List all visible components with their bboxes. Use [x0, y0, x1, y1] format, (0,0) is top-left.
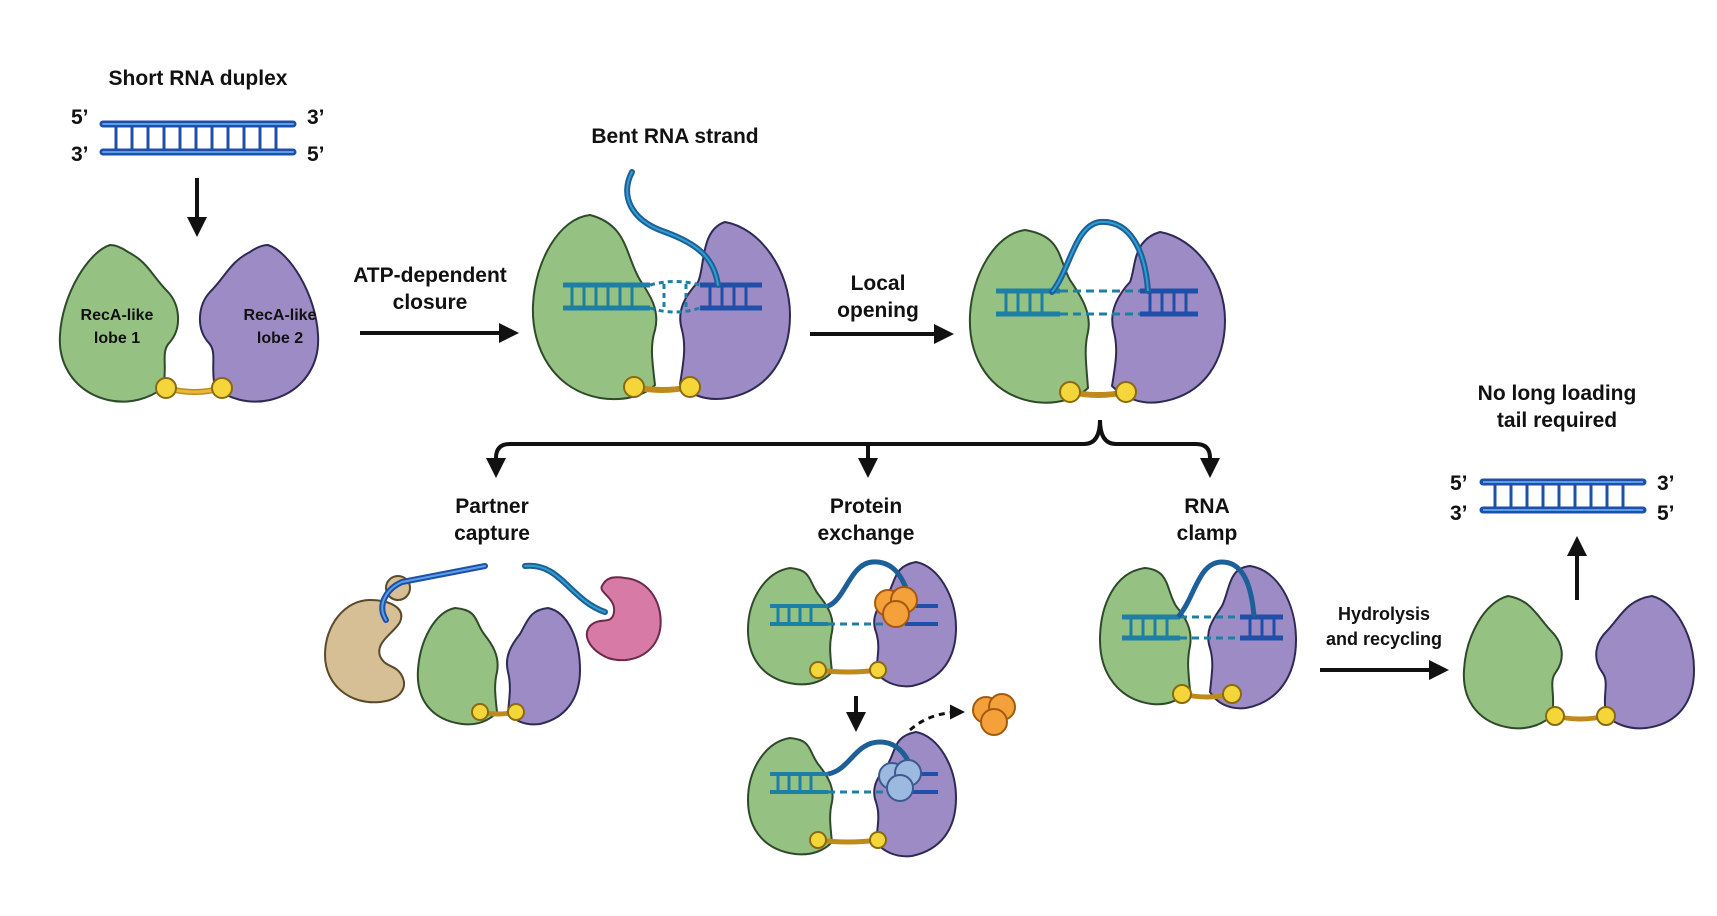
bent-strand-title: Bent RNA strand [591, 125, 758, 148]
branch-brace [486, 419, 1220, 478]
local-opening-label-line2: opening [837, 299, 919, 322]
branch-rna-clamp: RNA clamp [1098, 495, 1298, 710]
atp-closure-label-line1: ATP-dependent [353, 264, 507, 287]
partner-capture-label-line2: capture [454, 522, 530, 545]
rna-clamp-label-line2: clamp [1177, 522, 1238, 545]
duplex2-5prime-top: 5’ [1450, 472, 1468, 495]
recA-lobe-2 [199, 243, 320, 403]
protein-exchange-label-line1: Protein [830, 495, 902, 518]
partner-protein-pink [585, 576, 662, 662]
branch-protein-exchange: Protein exchange [746, 495, 1016, 858]
hydrolysis-label-line1: Hydrolysis [1338, 604, 1430, 624]
duplex2-5prime-bottom: 5’ [1657, 502, 1675, 525]
lobe2-label-line2: lobe 2 [257, 330, 303, 347]
short-rna-duplex [99, 120, 297, 156]
duplex2-3prime-bottom: 3’ [1450, 502, 1468, 525]
lobe1-label-line1: RecA-like [81, 307, 154, 324]
lobe2-label-line1: RecA-like [244, 307, 317, 324]
branch-partner-capture: Partner capture [323, 495, 662, 726]
duplex2-3prime-top: 3’ [1657, 472, 1675, 495]
lobe1-label-line2: lobe 1 [94, 330, 140, 347]
lobe1-exchange-bottom [746, 736, 834, 856]
local-opening-label-line1: Local [851, 272, 906, 295]
released-rna-duplex [1479, 478, 1647, 514]
lobe1-recycled [1462, 594, 1563, 730]
recA-lobe-1 [58, 243, 179, 403]
bound-duplex-closed [563, 280, 762, 314]
linker-open-state [1059, 381, 1137, 403]
linker-exchange-bottom [809, 831, 887, 849]
linker-exchange-top [809, 661, 887, 679]
hydrolysis-label-line2: and recycling [1326, 629, 1442, 649]
atp-closure-label-line2: closure [393, 291, 468, 314]
blue-protein-bound [878, 759, 922, 802]
short-duplex-title: Short RNA duplex [109, 67, 288, 90]
linker-partner [471, 703, 525, 721]
stage-local-opening [968, 218, 1227, 404]
lobe2-open-state [1110, 230, 1227, 404]
linker-recycled [1545, 706, 1616, 726]
stage-closed-helicase: Bent RNA strand [531, 125, 792, 401]
partner-protein-tan [323, 598, 405, 704]
linker-closed [623, 376, 701, 398]
no-tail-label-line2: tail required [1497, 409, 1617, 432]
partner-capture-label-line1: Partner [455, 495, 529, 518]
stage-recycled: No long loading tail required 5’ 3’ 3’ 5… [1450, 382, 1696, 730]
stage-open-helicase: Short RNA duplex 5’ 3’ 3’ 5’ Rec [58, 67, 325, 403]
duplex1-5prime-bottom: 5’ [307, 143, 325, 166]
protein-exchange-label-line2: exchange [818, 522, 915, 545]
duplex1-5prime-top: 5’ [71, 106, 89, 129]
arrow-release-dashed [908, 704, 965, 732]
no-tail-label-line1: No long loading [1478, 382, 1637, 405]
lobe1-exchange-top [746, 566, 834, 686]
linker-clamp [1172, 684, 1242, 704]
orange-protein-bound [874, 586, 918, 628]
captured-rna-strand-2 [522, 562, 608, 615]
duplex1-3prime-bottom: 3’ [71, 143, 89, 166]
orange-protein-released [972, 693, 1016, 736]
flexible-linker [155, 377, 233, 399]
duplex1-3prime-top: 3’ [307, 106, 325, 129]
rna-clamp-label-line1: RNA [1184, 495, 1230, 518]
